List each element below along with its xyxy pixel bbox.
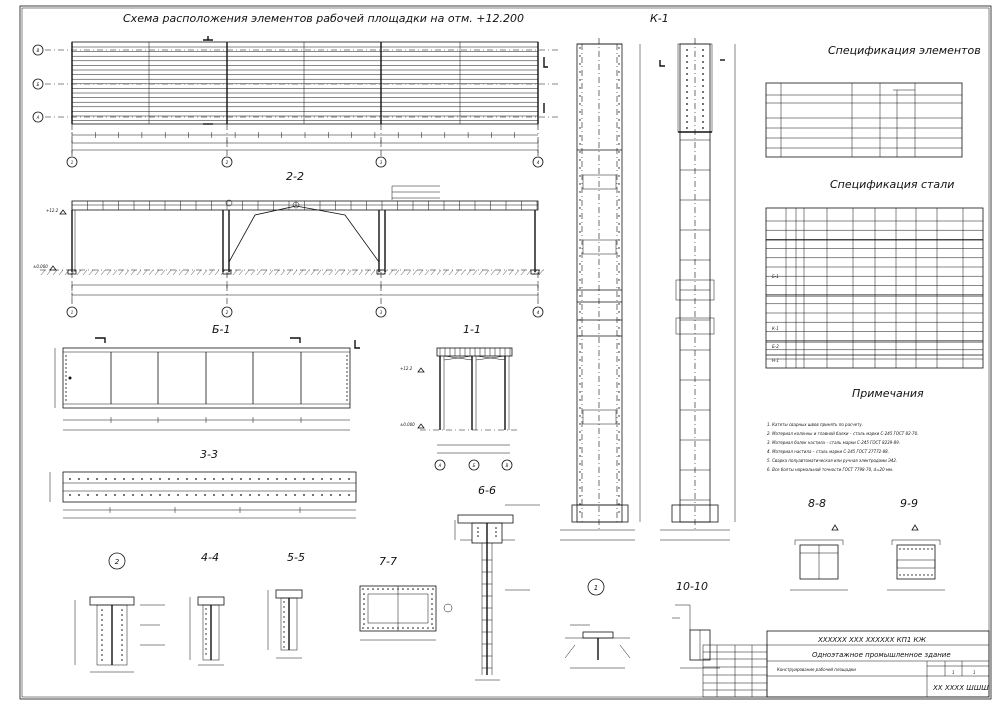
section-4-4-view: 4-4 <box>189 551 225 666</box>
elevation-top: +12.2 <box>46 208 59 213</box>
node-2-detail: 2 <box>74 552 165 673</box>
note-6: 6. Все болты нормальной точности ГОСТ 77… <box>767 467 893 472</box>
plan-row-bubbles: В Б А <box>32 44 44 123</box>
svg-text:3: 3 <box>380 310 383 315</box>
axis-bubble-3 <box>375 156 387 168</box>
group-n1: Н-1 <box>772 358 779 363</box>
axis-bubble-2 <box>221 156 233 168</box>
column-k1-title: К-1 <box>650 12 669 25</box>
deck-girder <box>71 200 539 211</box>
svg-text:2: 2 <box>226 310 229 315</box>
ground-hatch <box>40 269 544 276</box>
section-9-9-title: 9-9 <box>900 497 918 510</box>
svg-text:А: А <box>438 463 442 468</box>
doc-code: ХХХХХХ ХХХ ХХХХХХ КП1 КЖ <box>817 636 926 644</box>
svg-text:1: 1 <box>71 160 74 165</box>
spec-steel-title: Спецификация стали <box>830 178 954 191</box>
axis-bubble-b <box>32 78 44 90</box>
section-1-1-view: 1-1 А Б В +12.2 ±0.000 <box>400 323 520 471</box>
axis-bubble-4 <box>532 156 544 168</box>
svg-text:А: А <box>36 115 40 120</box>
sheet-name: Конструирование рабочей площадки <box>777 667 856 672</box>
title-block: ХХХХХХ ХХХ ХХХХХХ КП1 КЖ Одноэтажное про… <box>766 630 990 698</box>
plan-view: Схема расположения элементов рабочей пло… <box>32 12 560 168</box>
axis-bubble-1 <box>66 156 78 168</box>
plan-deck-beams <box>72 42 538 124</box>
svg-text:±0.000: ±0.000 <box>400 422 415 427</box>
plan-title: Схема расположения элементов рабочей пло… <box>123 12 524 25</box>
svg-text:4: 4 <box>537 160 540 165</box>
node-2-label: 2 <box>115 558 120 566</box>
vertical-bracing <box>228 205 380 263</box>
note-3: 3. Материал балок настила – сталь марки … <box>767 440 900 445</box>
svg-text:3: 3 <box>380 160 383 165</box>
building-name: Одноэтажное промышленное здание <box>812 651 951 659</box>
notes-block: Примечания 1. Катеты сварных швов принят… <box>767 387 924 472</box>
svg-text:4: 4 <box>537 310 540 315</box>
girder-b1-title: Б-1 <box>212 323 231 336</box>
spec-elements-title: Спецификация элементов <box>828 44 981 57</box>
section-4-4-title: 4-4 <box>201 551 219 564</box>
section-7-7-view: 7-7 <box>359 555 453 641</box>
section-2-2-view: 2-2 +12.2 ±0.000 1 2 <box>33 170 545 318</box>
axis-bubble-a <box>32 111 44 123</box>
section-5-5-view: 5-5 <box>267 551 305 659</box>
section-10-10-title: 10-10 <box>676 580 708 593</box>
plan-grid-bubbles: 1 2 3 4 <box>66 124 544 168</box>
spec-elements-table: Спецификация элементов <box>765 44 981 158</box>
section-8-8-view: 8-8 <box>790 497 848 591</box>
section-2-2-title: 2-2 <box>286 170 304 183</box>
deck-stiffeners <box>71 201 538 210</box>
column-k1-view: К-1 <box>560 12 736 541</box>
title-block-stamp <box>702 644 768 698</box>
notes-title: Примечания <box>852 387 924 400</box>
node-1-label: 1 <box>594 584 598 592</box>
elevation-zero: ±0.000 <box>33 264 48 269</box>
svg-text:В: В <box>506 463 509 468</box>
girder-stiffeners <box>65 352 348 423</box>
section-8-8-title: 8-8 <box>808 497 826 510</box>
section-6-6-title: 6-6 <box>478 484 496 497</box>
section-3-3-view: 3-3 <box>49 448 357 519</box>
group-code: ХХ ХХХХ ШШШ <box>932 684 989 692</box>
sheet-frame <box>19 5 992 700</box>
node-1-detail: 1 <box>564 578 631 669</box>
section-6-6-view: 6-6 <box>454 484 540 681</box>
note-4: 4. Материал настила – сталь марки С-245 … <box>767 449 889 454</box>
plan-outline <box>71 41 539 125</box>
group-b1: Б-1 <box>772 274 779 279</box>
section-3-3-title: 3-3 <box>200 448 218 461</box>
note-2: 2. Материал колонны и главной балки – ст… <box>767 431 918 436</box>
svg-text:Б: Б <box>473 463 476 468</box>
section-7-7-title: 7-7 <box>379 555 397 568</box>
svg-text:В: В <box>37 48 40 53</box>
note-5: 5. Сварка полуавтоматическая или ручная … <box>767 458 897 463</box>
section-9-9-view: 9-9 <box>887 497 945 591</box>
svg-text:+12.2: +12.2 <box>400 366 413 371</box>
section-1-1-title: 1-1 <box>463 323 481 336</box>
girder-b1-view: Б-1 <box>54 323 360 431</box>
sheet-inner-frame <box>21 7 990 698</box>
spec-steel-table: Спецификация стали Б-1 К-1 Б-2 Н-1 <box>765 178 984 369</box>
group-k1: К-1 <box>772 326 779 331</box>
sheets-total: 1 <box>973 670 976 675</box>
section-5-5-title: 5-5 <box>287 551 305 564</box>
svg-text:1: 1 <box>71 310 74 315</box>
svg-text:Б: Б <box>37 82 40 87</box>
group-b2: Б-2 <box>772 344 779 349</box>
svg-text:2: 2 <box>226 160 229 165</box>
axis-bubble-v <box>32 44 44 56</box>
sheet-number: 1 <box>952 670 955 675</box>
note-1: 1. Катеты сварных швов принять по расчет… <box>767 422 863 427</box>
section-10-10-view: 10-10 <box>672 580 720 669</box>
